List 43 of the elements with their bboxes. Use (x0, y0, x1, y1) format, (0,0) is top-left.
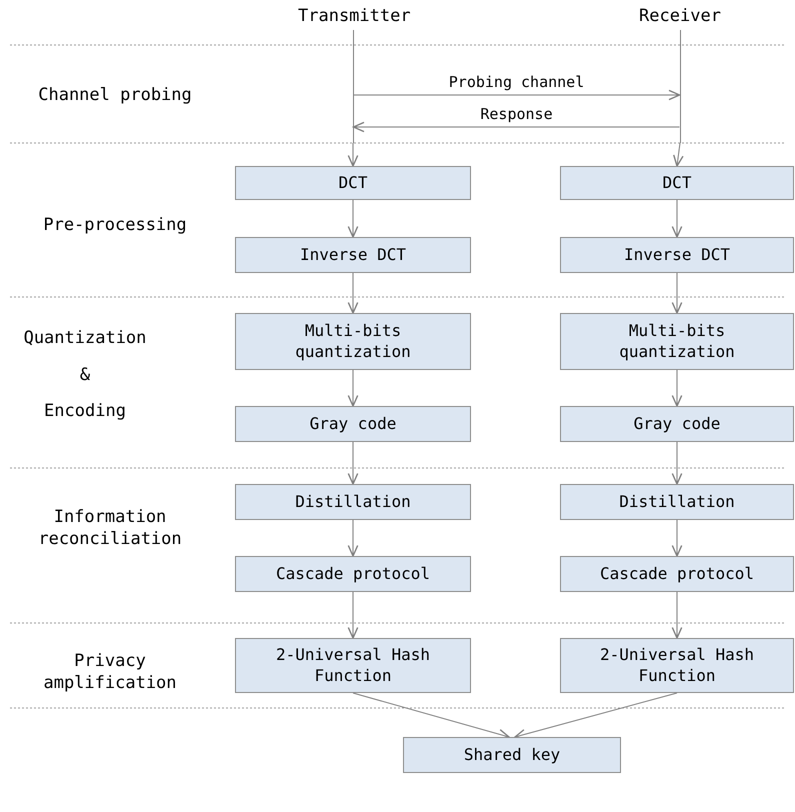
arrow (352, 692, 510, 740)
process-box: Inverse DCT (560, 237, 794, 273)
process-box: DCT (560, 166, 794, 200)
process-box: Multi-bits quantization (235, 313, 471, 370)
process-box: Inverse DCT (235, 237, 471, 273)
stage-label: Privacy amplification (42, 650, 178, 694)
process-box: 2-Universal Hash Function (235, 638, 471, 693)
process-box: Gray code (560, 406, 794, 442)
stage-label: & (78, 364, 92, 386)
process-box: Shared key (403, 737, 621, 773)
arrow (348, 520, 358, 557)
stage-label: Receiver (638, 5, 722, 28)
process-box: 2-Universal Hash Function (560, 638, 794, 693)
arrow (348, 370, 358, 407)
arrow (672, 520, 682, 557)
process-box: Distillation (235, 484, 471, 520)
process-box: Gray code (235, 406, 471, 442)
stage-label: Pre-processing (42, 214, 188, 236)
process-box: Cascade protocol (560, 556, 794, 592)
arrow (348, 592, 358, 639)
arrow (348, 272, 358, 314)
process-box: Cascade protocol (235, 556, 471, 592)
stage-label: Quantization (22, 327, 148, 350)
process-box: DCT (235, 166, 471, 200)
arrow (672, 370, 682, 407)
stage-label: Transmitter (298, 5, 408, 28)
process-box: Distillation (560, 484, 794, 520)
arrow (348, 142, 358, 167)
arrow (348, 200, 358, 238)
arrow (514, 692, 678, 740)
arrow (672, 272, 682, 314)
arrow (352, 122, 680, 132)
stage-label: Information reconciliation (37, 506, 183, 550)
arrow (348, 442, 358, 485)
arrow (672, 592, 682, 639)
lifeline (352, 30, 354, 143)
arrow (353, 90, 680, 100)
arrow (672, 442, 682, 485)
stage-label: Encoding (43, 400, 127, 422)
stage-label: Channel probing (37, 84, 193, 106)
arrow (673, 142, 684, 167)
process-box: Multi-bits quantization (560, 313, 794, 370)
arrow (672, 200, 682, 238)
